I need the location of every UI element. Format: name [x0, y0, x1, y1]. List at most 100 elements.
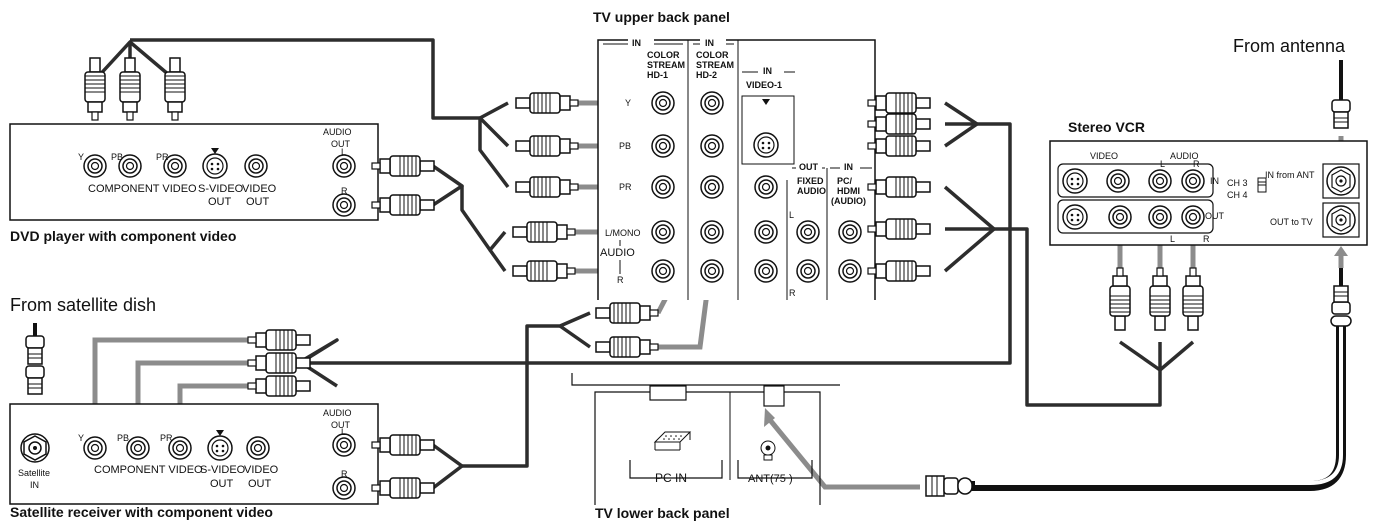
stereo-vcr: VIDEO AUDIO L R IN OUT L R CH 3 CH 4 IN …	[1049, 99, 1368, 330]
tv-hd1-label-a: COLOR	[647, 50, 680, 60]
dvd-pr-label: PR	[156, 152, 169, 162]
sat-component-video-label: COMPONENT VIDEO	[94, 464, 203, 476]
sat-audio-r-label: R	[341, 469, 348, 479]
dvd-svideo-out-label: OUT	[208, 196, 232, 208]
tv-hdmi-label: HDMI	[837, 186, 860, 196]
dvd-video-out-label: OUT	[246, 196, 270, 208]
tv-in-label-1: IN	[632, 38, 641, 48]
from-satellite-label: From satellite dish	[10, 295, 156, 315]
vcr-in-from-ant-label: IN from ANT	[1265, 170, 1315, 180]
tv-pr-label: PR	[619, 182, 632, 192]
tv-hd1-y-jack	[651, 91, 675, 115]
tv-hd1-pb-jack	[651, 134, 675, 158]
dvd-video-jack	[244, 154, 268, 178]
tv-hd2-y-jack	[700, 91, 724, 115]
dvd-component-video-label: COMPONENT VIDEO	[88, 183, 197, 195]
tv-video1-label: VIDEO-1	[746, 80, 782, 90]
from-antenna-label: From antenna	[1233, 36, 1346, 56]
tv-out-label: OUT	[799, 162, 819, 172]
sat-svideo-jack	[207, 435, 233, 461]
dvd-title: DVD player with component video	[10, 228, 236, 244]
sat-satellite-in-label: IN	[30, 480, 39, 490]
vcr-ch4-label: CH 4	[1227, 190, 1248, 200]
vcr-out-audio-l-jack	[1148, 205, 1172, 229]
vcr-out-r-label: R	[1203, 234, 1210, 244]
dvd-audio-label: AUDIO	[323, 127, 352, 137]
tv-upper-title: TV upper back panel	[593, 9, 730, 25]
vcr-out-l-label: L	[1170, 234, 1175, 244]
sat-audio-out-label: OUT	[331, 420, 351, 430]
tv-audio-label: AUDIO	[600, 247, 635, 259]
sat-video-out-label: OUT	[248, 478, 272, 490]
vcr-in-from-ant-jack	[1322, 163, 1360, 199]
pc-in-connector-icon	[653, 431, 692, 451]
tv-in-label-4: IN	[844, 162, 853, 172]
tv-fixed-audio-l-jack	[796, 220, 820, 244]
sat-audio-r-jack	[332, 476, 356, 500]
sat-svideo-out-label: OUT	[210, 478, 234, 490]
tv-lower-panel: PC IN ANT(75 )	[571, 373, 973, 505]
vcr-title: Stereo VCR	[1068, 119, 1145, 135]
vcr-out-label: OUT	[1205, 211, 1225, 221]
sat-y-jack	[83, 436, 107, 460]
tv-hdmi-audio-label: (AUDIO)	[831, 196, 866, 206]
tv-in-label-2: IN	[705, 38, 714, 48]
tv-pb-label: PB	[619, 141, 631, 151]
dvd-pb-label: PB	[111, 152, 123, 162]
tv-hd1-label-c: HD-1	[647, 70, 668, 80]
tv-out-r-label: R	[789, 288, 796, 298]
dvd-video-label: VIDEO	[242, 183, 277, 195]
dvd-audio-l-label: L	[341, 147, 346, 157]
tv-fixed-audio-r-jack	[796, 259, 820, 283]
dvd-audio-r-label: R	[341, 186, 348, 196]
tv-out-l-label: L	[789, 210, 794, 220]
tv-hd2-pr-jack	[700, 175, 724, 199]
tv-hd2-label-a: COLOR	[696, 50, 729, 60]
tv-lower-title: TV lower back panel	[595, 505, 730, 521]
vcr-in-audio-r-jack	[1181, 169, 1205, 193]
tv-hd1-audio-l-jack	[651, 220, 675, 244]
tv-video1-video-jack	[754, 175, 778, 199]
tv-fixed-audio-label: AUDIO	[797, 186, 826, 196]
tv-y-label: Y	[625, 98, 631, 108]
ant-label: ANT(75 )	[748, 473, 793, 485]
sat-video-jack	[246, 436, 270, 460]
tv-hd1-label-b: STREAM	[647, 60, 685, 70]
vcr-out-audio-r-jack	[1181, 205, 1205, 229]
vcr-video-label: VIDEO	[1090, 151, 1118, 161]
vcr-out-to-tv-jack	[1322, 202, 1360, 238]
tv-hd2-label-b: STREAM	[696, 60, 734, 70]
sat-audio-l-label: L	[341, 427, 346, 437]
vcr-in-label: IN	[1210, 176, 1219, 186]
dvd-y-jack	[83, 154, 107, 178]
sat-video-label: VIDEO	[244, 464, 279, 476]
tv-video1-audio-l-jack	[754, 220, 778, 244]
vcr-out-svideo-jack	[1062, 204, 1088, 230]
vcr-out-video-jack	[1108, 205, 1132, 229]
sat-audio-label: AUDIO	[323, 408, 352, 418]
sat-audio-l-jack	[332, 433, 356, 457]
tv-video1-svideo-jack	[753, 132, 779, 158]
satellite-receiver: Satellite IN Y PB PR COMPONENT VIDEO S-V…	[9, 330, 434, 505]
vcr-audio-label: AUDIO	[1170, 151, 1199, 161]
dvd-y-label: Y	[78, 152, 84, 162]
dvd-player-box	[9, 123, 379, 221]
tv-r-label: R	[617, 275, 624, 285]
vcr-ch3-label: CH 3	[1227, 178, 1248, 188]
sat-pb-jack	[126, 436, 150, 460]
satellite-receiver-box	[9, 403, 379, 505]
dvd-audio-r-jack	[332, 193, 356, 217]
vcr-out-to-tv-label: OUT to TV	[1270, 217, 1313, 227]
tv-hd2-audio-r-jack	[700, 259, 724, 283]
dvd-svideo-jack	[202, 153, 228, 179]
sat-svideo-label: S-VIDEO	[200, 464, 246, 476]
vcr-in-audio-l-jack	[1148, 169, 1172, 193]
satellite-title: Satellite receiver with component video	[10, 504, 273, 520]
sat-satellite-label: Satellite	[18, 468, 50, 478]
tv-fixed-label: FIXED	[797, 176, 824, 186]
tv-hd1-audio-r-jack	[651, 259, 675, 283]
tv-hd2-label-c: HD-2	[696, 70, 717, 80]
ant-coax-plug	[925, 475, 973, 497]
vcr-in-l-label: L	[1160, 159, 1165, 169]
